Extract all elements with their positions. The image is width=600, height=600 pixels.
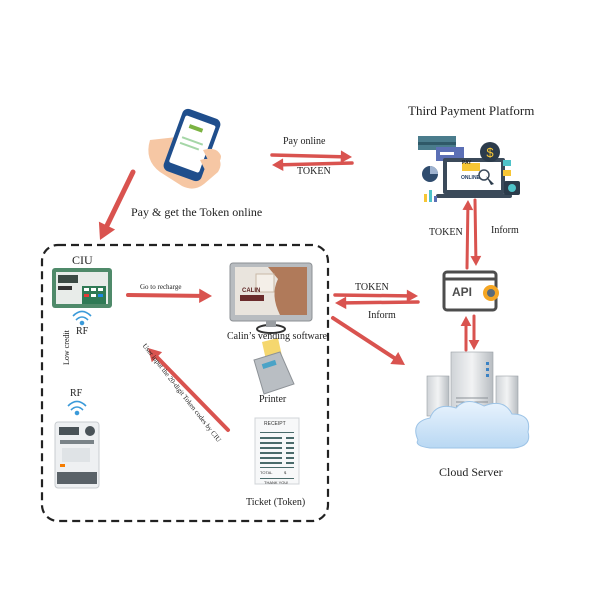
api-label: API <box>452 285 473 299</box>
pay-get-token-label: Pay & get the Token online <box>131 205 263 219</box>
arrow-token-to-api-head <box>406 289 418 303</box>
low-credit-label: Low credit <box>62 330 71 365</box>
arrow-api-up-head <box>460 316 472 326</box>
arrow-vending-to-cloud-shaft <box>331 316 397 361</box>
arrow-inform-from-api-head <box>335 296 347 310</box>
arrow-pay-online-shaft <box>270 153 343 159</box>
arrow-token-return-shaft <box>281 161 354 167</box>
arrow-inform-down-api-head <box>470 255 482 266</box>
receipt-total: TOTAL <box>260 470 273 475</box>
payment-platform-icon: $ <box>418 136 520 202</box>
smart-meter-icon <box>54 421 100 489</box>
pay-badge: PAY <box>462 160 472 166</box>
arrow-user-input-token-shaft <box>154 355 230 432</box>
inform-mid-label: Inform <box>368 310 396 321</box>
arrow-phone-to-ciu-head <box>98 221 116 240</box>
arrow-go-to-recharge-shaft <box>126 293 202 298</box>
arrow-go-to-recharge-head <box>199 288 212 304</box>
arrow-user-input-token-head <box>148 348 163 363</box>
calin-screen-brand: CALIN <box>242 288 261 294</box>
printer-label: Printer <box>259 394 287 405</box>
printer-icon <box>253 338 295 395</box>
vending-software-monitor-icon <box>229 262 313 334</box>
token-top-label: TOKEN <box>297 166 331 177</box>
arrow-inform-from-api-shaft <box>344 300 420 305</box>
arrow-vending-to-cloud-head <box>390 351 405 365</box>
token-vertical-label: TOKEN <box>429 227 463 238</box>
token-mid-label: TOKEN <box>355 282 389 293</box>
ciu-rf-label: RF <box>76 326 89 337</box>
arrow-token-return-head <box>272 158 284 172</box>
api-icon <box>442 270 499 312</box>
arrows-layer <box>98 150 482 432</box>
arrow-token-up-platform-shaft <box>465 208 470 270</box>
ciu-rf-wireless-icon <box>72 310 92 326</box>
arrow-token-up-platform-head <box>462 200 474 211</box>
meter-rf-label: RF <box>70 388 83 399</box>
arrow-cloud-down-head <box>468 340 480 350</box>
currency-symbol: $ <box>486 145 494 160</box>
receipt-title: RECEIPT <box>264 421 286 427</box>
ticket-label: Ticket (Token) <box>246 497 306 508</box>
arrow-token-to-api-shaft <box>333 293 409 298</box>
third-payment-platform-label: Third Payment Platform <box>408 103 535 118</box>
smartphone-hand-icon <box>148 108 221 189</box>
receipt-ticket-icon <box>254 417 300 485</box>
meter-rf-wireless-icon <box>67 400 87 416</box>
inform-vertical-label: Inform <box>491 225 519 236</box>
cloud-server-label: Cloud Server <box>439 465 503 479</box>
ciu-label: CIU <box>72 253 93 267</box>
cloud-server-icon <box>415 351 530 449</box>
go-to-recharge-label: Go to recharge <box>140 283 182 291</box>
receipt-thanks: THANK YOU! <box>264 480 289 485</box>
arrow-inform-down-api-shaft <box>473 198 478 258</box>
ciu-device-icon <box>52 268 112 308</box>
arrow-phone-to-ciu-shaft <box>104 169 136 229</box>
arrow-pay-online-head <box>340 150 352 164</box>
pay-online-label: Pay online <box>283 136 326 147</box>
online-badge: ONLINE <box>461 175 480 181</box>
receipt-total-value: $ <box>284 470 287 475</box>
vending-software-label: Calin’s vending software <box>227 331 327 342</box>
